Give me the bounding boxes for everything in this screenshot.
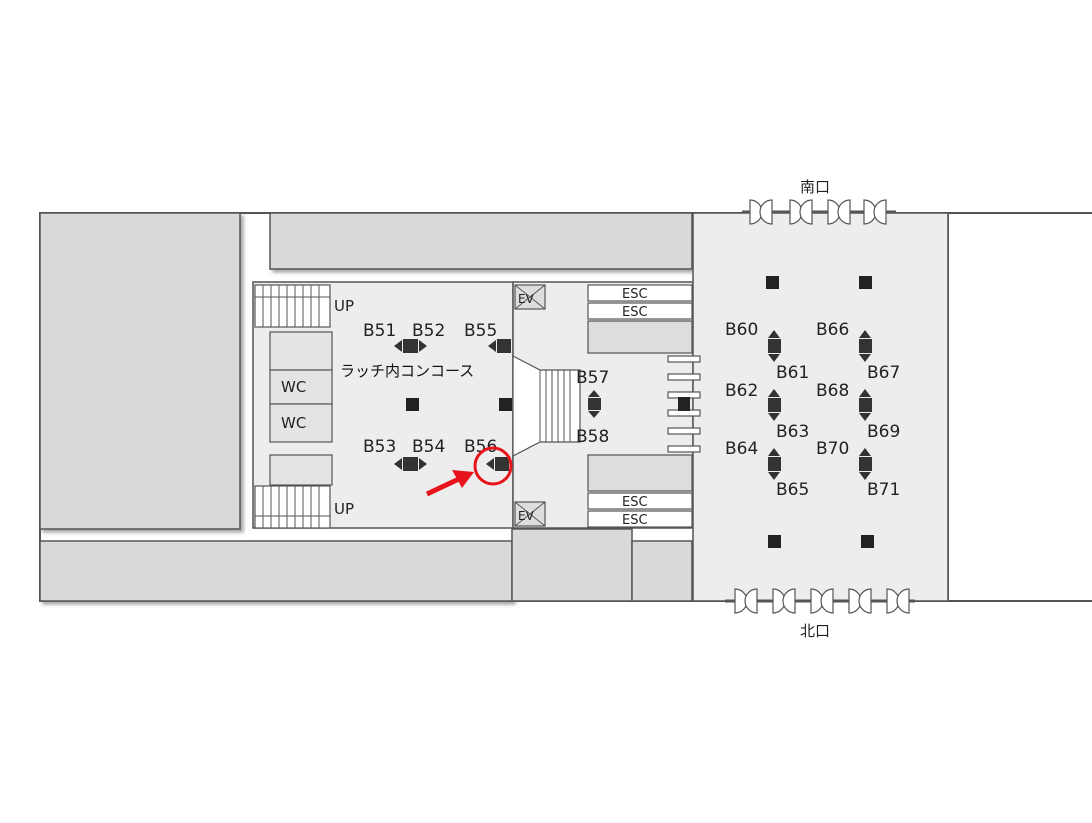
escalator-icon: ESC ESC [587,454,693,528]
esc-label: ESC [622,287,648,302]
exit-label-b66: B66 [816,320,849,340]
exit-label-b60: B60 [725,320,758,340]
wc-room [269,369,333,405]
door-icon [742,199,896,225]
up-label-2: UP [334,500,354,518]
elevator-icon: EV [514,284,546,310]
south-block-2 [511,528,633,602]
stairs-icon [254,284,331,328]
south-block-3 [631,540,693,602]
exit-hall-floor [692,212,949,602]
exit-label-b54: B54 [412,437,445,457]
exit-label-b55: B55 [464,321,497,341]
wc-label: WC [281,378,306,396]
highlight-circle [473,446,513,486]
pillar-icon [406,276,874,548]
exit-label-b58: B58 [576,427,609,447]
exit-label-b52: B52 [412,321,445,341]
west-block [39,212,241,530]
exit-label-b71: B71 [867,480,900,500]
exit-label-b63: B63 [776,422,809,442]
highlight-arrow-icon [425,470,474,497]
wc-label-2: WC [281,414,306,432]
south-block [39,540,513,602]
small-room-2 [269,454,333,486]
ev-label: EV [518,292,535,306]
exit-label-b51: B51 [363,321,396,341]
east-area [947,212,1092,602]
exit-label-b69: B69 [867,422,900,442]
esc-label-3: ESC [622,495,648,510]
south-exit-label: 南口 [800,178,830,196]
wc-room-2 [269,403,333,443]
exit-label-b65: B65 [776,480,809,500]
exit-label-b70: B70 [816,439,849,459]
exit-label-b53: B53 [363,437,396,457]
exit-label-b67: B67 [867,363,900,383]
esc-label-2: ESC [622,305,648,320]
exit-label-b68: B68 [816,381,849,401]
escalator-icon: ESC ESC [587,284,693,354]
door-icon [725,588,915,614]
exit-label-b56: B56 [464,437,497,457]
small-room [269,331,333,371]
up-label: UP [334,297,354,315]
elevator-icon: EV [514,501,546,527]
arrow-icon [394,339,601,471]
exit-label-b61: B61 [776,363,809,383]
ev-label-2: EV [518,509,535,523]
arrow-icon [768,330,872,480]
esc-label-4: ESC [622,513,648,528]
stairs-icon [254,485,331,529]
exit-label-b62: B62 [725,381,758,401]
exit-label-b57: B57 [576,368,609,388]
stairs-icon [512,355,581,457]
north-block [269,212,693,270]
pillar-icon [678,397,690,411]
concourse-label: ラッチ内コンコース [340,362,474,380]
north-exit-label: 北口 [800,622,830,640]
exit-label-b64: B64 [725,439,758,459]
